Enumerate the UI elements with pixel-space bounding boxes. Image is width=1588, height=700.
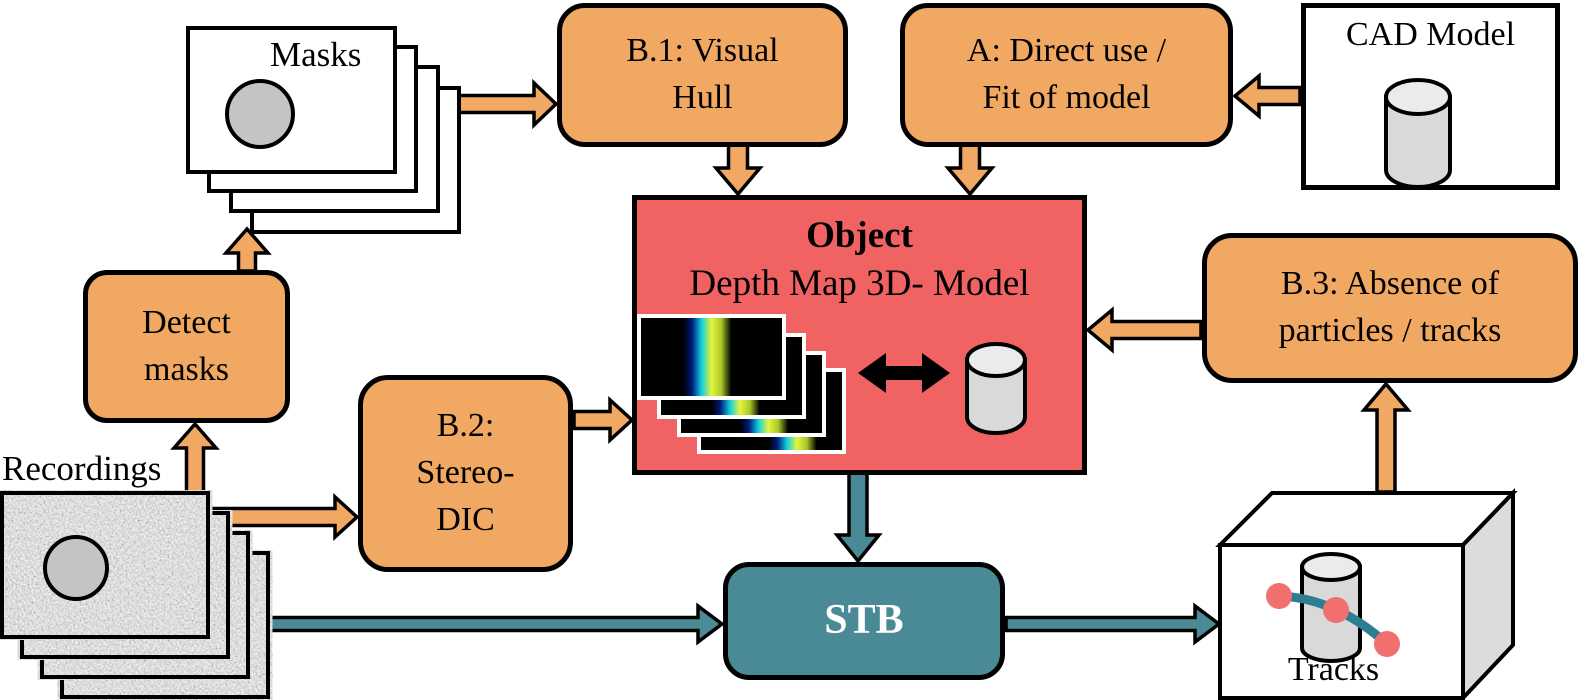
double-headed-arrow-icon bbox=[858, 353, 950, 393]
arrow-masks-to-b1 bbox=[450, 78, 559, 130]
recording-circle-icon bbox=[43, 535, 109, 601]
detect-masks-label-line2: masks bbox=[144, 350, 229, 388]
tracks-label: Tracks bbox=[1287, 651, 1380, 688]
box-b3-absence: B.3: Absence of particles / tracks bbox=[1202, 233, 1578, 383]
arrow-layer bbox=[170, 72, 1412, 646]
detect-masks-label-line1: Detect bbox=[142, 303, 231, 341]
box-cad-model: CAD Model bbox=[1301, 3, 1560, 190]
b2-label-line1: B.2: bbox=[436, 407, 495, 445]
object-cylinder-icon bbox=[965, 342, 1027, 435]
arrow-b3-to-object bbox=[1085, 306, 1203, 354]
a-label-line2: Fit of model bbox=[982, 79, 1151, 116]
box-object-model: Object Depth Map 3D- Model bbox=[632, 195, 1087, 475]
track-dot-icon bbox=[1266, 583, 1292, 609]
arrow-b1-to-object bbox=[712, 142, 764, 197]
arrow-object-to-stb bbox=[833, 471, 883, 564]
arrow-a-to-object bbox=[944, 142, 996, 197]
cad-cylinder-icon bbox=[1384, 78, 1452, 189]
cad-model-label: CAD Model bbox=[1345, 16, 1516, 53]
track-dot-icon bbox=[1374, 631, 1400, 657]
b1-label-line2: Hull bbox=[672, 79, 733, 116]
arrow-recordings-to-b2 bbox=[212, 493, 360, 541]
box-b1-visual-hull: B.1: Visual Hull bbox=[557, 3, 848, 147]
tracks-box-icon bbox=[1215, 488, 1518, 700]
arrow-recordings-to-detect bbox=[170, 421, 220, 496]
recordings-label: Recordings bbox=[2, 449, 162, 488]
box-a-direct-use: A: Direct use / Fit of model bbox=[900, 3, 1233, 147]
arrow-cad-to-a bbox=[1232, 72, 1302, 120]
track-dot-icon bbox=[1323, 597, 1349, 623]
arrow-recordings-to-stb bbox=[264, 602, 725, 646]
recordings-stack-icon bbox=[0, 491, 270, 699]
arrow-b2-to-object bbox=[572, 396, 635, 444]
box-detect-masks: Detect masks bbox=[83, 270, 290, 423]
stb-label: STB bbox=[824, 597, 904, 644]
b2-label-line3: DIC bbox=[436, 500, 495, 538]
box-stb: STB bbox=[723, 562, 1005, 680]
mask-circle-icon bbox=[225, 79, 295, 149]
arrow-stb-to-tracks bbox=[1004, 602, 1222, 646]
object-subtitle: Depth Map 3D- Model bbox=[689, 263, 1030, 304]
masks-stack-icon bbox=[186, 26, 461, 234]
box-b2-stereo-dic: B.2: Stereo- DIC bbox=[358, 375, 573, 572]
depth-map-card-1 bbox=[637, 314, 786, 400]
arrow-detect-to-masks bbox=[222, 226, 272, 273]
a-label-line1: A: Direct use / bbox=[966, 32, 1167, 70]
b1-label-line1: B.1: Visual bbox=[626, 32, 779, 70]
object-title: Object bbox=[806, 215, 913, 256]
arrow-tracks-to-b3 bbox=[1360, 381, 1412, 494]
depth-map-stack-icon bbox=[637, 314, 846, 454]
b3-label-line1: B.3: Absence of bbox=[1280, 265, 1500, 303]
masks-label: Masks bbox=[270, 35, 362, 74]
b3-label-line2: particles / tracks bbox=[1278, 312, 1502, 349]
b2-label-line2: Stereo- bbox=[416, 454, 515, 492]
